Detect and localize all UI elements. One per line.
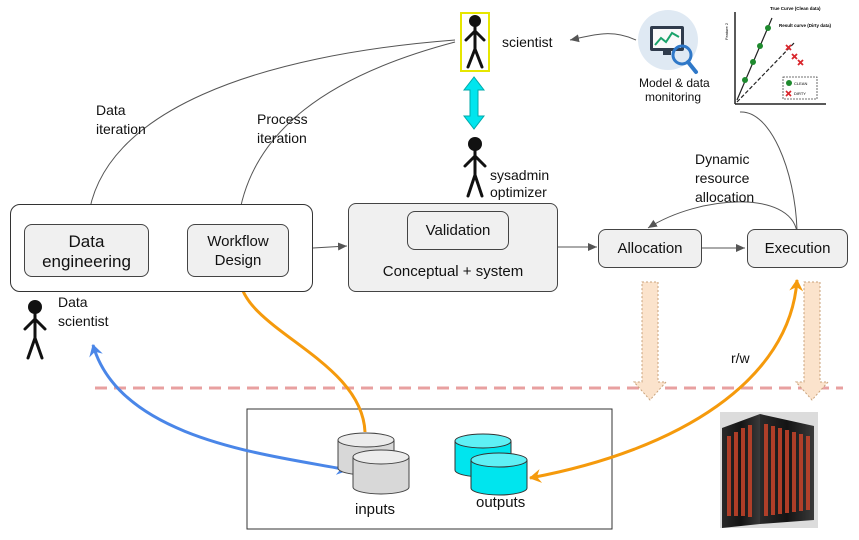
hpc-server-picture (720, 412, 818, 528)
process-iteration-arrow (235, 41, 456, 223)
validation-label: Validation (425, 222, 491, 239)
mini-legend (782, 76, 818, 100)
mini-legend-clean: CLEAN (794, 81, 807, 86)
workflow-design-line2: Design (214, 252, 262, 269)
result-curve-line (736, 41, 796, 103)
mini-yaxis-label: Feature 2 (724, 22, 729, 40)
sysadmin-label-2: optimizer (490, 184, 547, 200)
sysadmin-label-1: sysadmin (490, 167, 550, 183)
allocation-box[interactable]: Allocation (598, 229, 702, 268)
monitoring-icon (638, 10, 698, 74)
data-scientist-label-1: Data (58, 294, 88, 310)
validation-box[interactable]: Validation (407, 211, 509, 250)
inputs-label: inputs (355, 501, 396, 518)
mini-scatter-chart: Feature 2 True Curve (Clean data) Result… (724, 4, 832, 108)
cyan-double-arrow (462, 76, 486, 130)
allocation-down-arrow (632, 281, 668, 401)
process-iteration-label-1: Process (257, 111, 308, 127)
scientist-figure (464, 15, 486, 69)
process-iteration-label-2: iteration (257, 130, 307, 146)
input-cylinder-front (352, 449, 410, 495)
allocation-label: Allocation (617, 240, 683, 257)
sysadmin-figure (463, 137, 487, 198)
workflow-design-line1: Workflow (207, 233, 269, 250)
data-engineering-line2: engineering (42, 252, 131, 271)
monitoring-to-scientist-arrow (569, 33, 637, 43)
dirty-points (785, 44, 804, 66)
monitoring-feedback-line (739, 111, 798, 231)
data-scientist-label-2: scientist (58, 313, 109, 329)
scientist-highlight-frame (460, 12, 490, 72)
workflow-design-box[interactable]: Workflow Design (187, 224, 289, 277)
dynamic-resource-label-3: allocation (695, 189, 755, 205)
dynamic-resource-label-2: resource (695, 170, 750, 186)
conceptual-system-label: Conceptual + system (382, 263, 524, 280)
data-iteration-label-2: iteration (96, 121, 146, 137)
rw-label: r/w (731, 350, 750, 366)
mini-true-curve-label: True Curve (Clean data) (770, 6, 821, 11)
data-iteration-arrow (85, 39, 456, 221)
execution-box[interactable]: Execution (747, 229, 848, 268)
dynamic-allocation-arrow (647, 201, 798, 233)
outputs-execution-arrow (529, 279, 804, 483)
true-curve-line (736, 17, 773, 101)
output-cylinder-front (470, 452, 528, 496)
storage-box (246, 408, 613, 530)
design-to-validation-arrow (312, 242, 348, 251)
mini-result-curve-label: Result curve (Dirty data) (779, 23, 832, 28)
scientist-label: scientist (502, 34, 553, 50)
outputs-label: outputs (476, 494, 526, 511)
data-scientist-figure (23, 300, 47, 360)
model-monitoring-label-1: Model & data (639, 76, 710, 90)
model-monitoring-label-2: monitoring (645, 90, 702, 104)
clean-points (742, 25, 771, 83)
data-engineering-box[interactable]: Data engineering (24, 224, 149, 277)
execution-down-arrow (794, 281, 830, 401)
execution-label: Execution (764, 240, 831, 257)
dynamic-resource-label-1: Dynamic (695, 151, 750, 167)
data-iteration-label-1: Data (96, 102, 126, 118)
mini-legend-dirty: DIRTY (794, 91, 806, 96)
data-engineering-line1: Data (68, 232, 105, 251)
datascientist-inputs-arrow (89, 344, 349, 475)
